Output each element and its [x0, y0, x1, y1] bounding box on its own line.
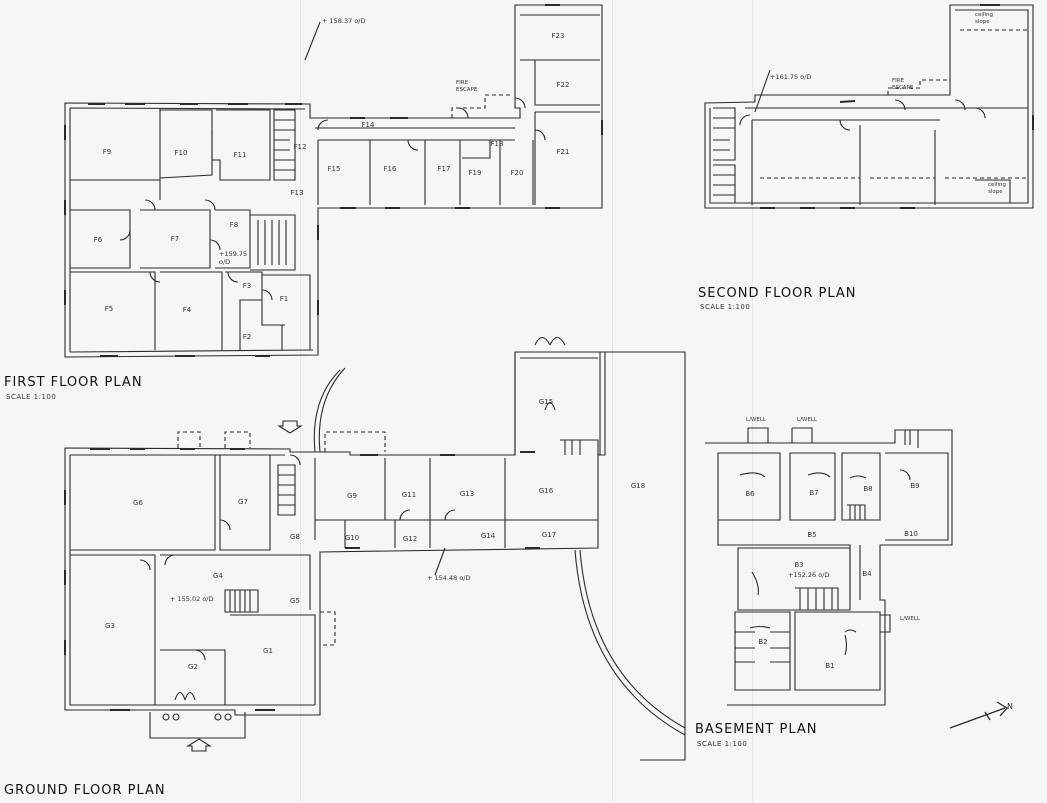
- room-label-b6: B6: [745, 490, 755, 498]
- room-label-f7: F7: [170, 235, 180, 243]
- room-label-f15: F15: [327, 165, 341, 173]
- basement-plan-title: BASEMENT PLAN: [695, 722, 818, 737]
- fire-escape-note: FIRE ESCAPE: [456, 80, 478, 93]
- fire-escape-note: FIRE ESCAPE: [892, 78, 914, 91]
- basement-plan: [705, 427, 1009, 729]
- level-note: +152.26 o/D: [788, 571, 830, 579]
- first-floor-plan-title: FIRST FLOOR PLAN: [4, 375, 143, 390]
- room-label-b9: B9: [910, 482, 920, 490]
- room-label-g8: G8: [290, 533, 300, 541]
- room-label-f10: F10: [174, 149, 188, 157]
- room-label-g4: G4: [213, 572, 223, 580]
- room-label-g5: G5: [290, 597, 300, 605]
- paper-fold-line: [612, 0, 613, 803]
- room-label-g17: G17: [541, 531, 557, 539]
- paper-fold-line: [300, 0, 301, 803]
- basement-scale: SCALE 1:100: [697, 740, 748, 748]
- room-label-f9: F9: [102, 148, 112, 156]
- room-label-g15: G15: [538, 398, 554, 406]
- room-label-b1: B1: [825, 662, 835, 670]
- room-label-b4: B4: [862, 570, 872, 578]
- level-note: + 154.48 o/D: [427, 574, 471, 582]
- level-note: + 158.37 o/D: [322, 17, 366, 25]
- room-label-f18: F18: [490, 140, 504, 148]
- paper-fold-line: [752, 0, 753, 803]
- level-note: + 155.02 o/D: [170, 595, 214, 603]
- ground-floor-plan-title: GROUND FLOOR PLAN: [4, 783, 166, 798]
- room-label-b2: B2: [758, 638, 768, 646]
- level-note: +159.75 o/D: [219, 250, 248, 266]
- second-floor-plan: [704, 4, 1034, 209]
- room-label-g14: G14: [480, 532, 496, 540]
- second-floor-scale: SCALE 1:100: [700, 303, 751, 311]
- room-label-g13: G13: [459, 490, 475, 498]
- room-label-g1: G1: [263, 647, 273, 655]
- room-label-g6: G6: [133, 499, 143, 507]
- room-label-g16: G16: [538, 487, 554, 495]
- room-label-f8: F8: [229, 221, 239, 229]
- room-label-f22: F22: [556, 81, 570, 89]
- room-label-f4: F4: [182, 306, 192, 314]
- room-label-f20: F20: [510, 169, 524, 177]
- room-label-b10: B10: [904, 530, 918, 538]
- room-label-g3: G3: [105, 622, 115, 630]
- room-label-f1: F1: [279, 295, 289, 303]
- room-label-f19: F19: [468, 169, 482, 177]
- room-label-g11: G11: [401, 491, 417, 499]
- room-label-f17: F17: [437, 165, 451, 173]
- ceiling-slope-note: ceiling slope: [988, 182, 1006, 195]
- room-label-f5: F5: [104, 305, 114, 313]
- first-floor-scale: SCALE 1:100: [6, 393, 57, 401]
- room-label-g12: G12: [402, 535, 418, 543]
- ground-floor-plan: [64, 336, 686, 761]
- room-label-f13: F13: [290, 189, 304, 197]
- room-label-g7: G7: [238, 498, 248, 506]
- ceiling-slope-note: ceiling slope: [975, 12, 993, 25]
- light-well-note: L/WELL: [746, 417, 766, 423]
- room-label-b7: B7: [809, 489, 819, 497]
- level-note: +161.75 o/D: [770, 73, 812, 81]
- first-floor-plan: [64, 4, 603, 358]
- light-well-note: L/WELL: [900, 616, 920, 622]
- room-label-b8: B8: [863, 485, 873, 493]
- room-label-f21: F21: [556, 148, 570, 156]
- light-well-note: L/WELL: [797, 417, 817, 423]
- room-label-f14: F14: [361, 121, 375, 129]
- room-label-b3: B3: [794, 561, 804, 569]
- room-label-g2: G2: [188, 663, 198, 671]
- room-label-f2: F2: [242, 333, 252, 341]
- room-label-f3: F3: [242, 282, 252, 290]
- room-label-f11: F11: [233, 151, 247, 159]
- room-label-f6: F6: [93, 236, 103, 244]
- room-label-g9: G9: [347, 492, 357, 500]
- room-label-f16: F16: [383, 165, 397, 173]
- room-label-g10: G10: [344, 534, 360, 542]
- north-arrow-label: N: [1007, 702, 1013, 711]
- second-floor-plan-title: SECOND FLOOR PLAN: [698, 286, 857, 301]
- room-label-f12: F12: [293, 143, 307, 151]
- room-label-b5: B5: [807, 531, 817, 539]
- room-label-g18: G18: [630, 482, 646, 490]
- room-label-f23: F23: [551, 32, 565, 40]
